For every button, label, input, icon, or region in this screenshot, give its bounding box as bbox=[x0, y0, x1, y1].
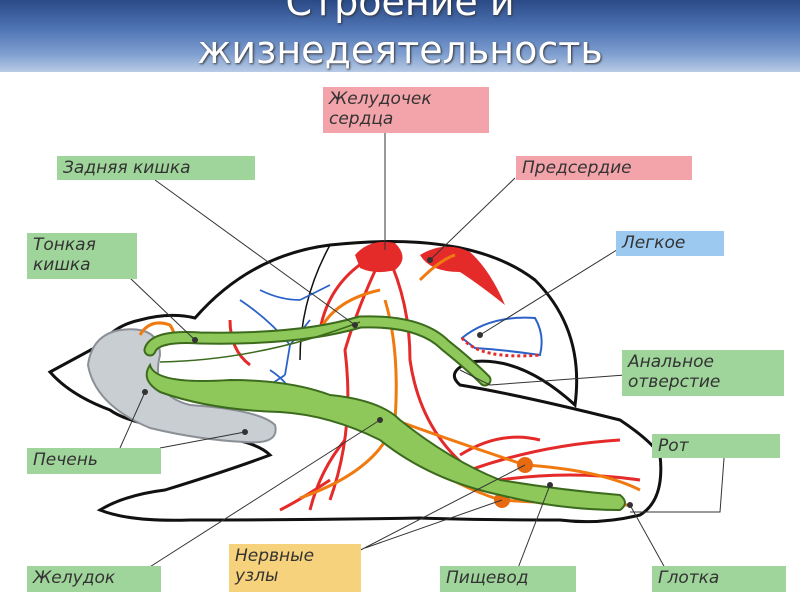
label-lung: Легкое bbox=[616, 231, 724, 256]
label-anus: Анальное отверстие bbox=[622, 350, 784, 396]
digestive-midline bbox=[159, 321, 361, 363]
label-nerve-ganglia: Нервные узлы bbox=[229, 544, 361, 592]
label-mouth: Рот bbox=[652, 434, 780, 458]
snail-body-outline bbox=[47, 240, 663, 524]
leader-lines bbox=[119, 130, 726, 571]
heart-ventricle bbox=[355, 241, 403, 273]
shell-inner-line bbox=[299, 244, 331, 361]
stomach-organ bbox=[145, 362, 626, 512]
label-heart-ventricle: Желудочек сердца bbox=[323, 87, 489, 133]
lung-edge bbox=[460, 336, 541, 358]
label-esophagus: Пищевод bbox=[440, 566, 576, 592]
label-stomach: Желудок bbox=[27, 566, 161, 592]
sky-banner bbox=[0, 0, 800, 72]
label-pharynx: Глотка bbox=[652, 566, 786, 592]
label-atrium: Предсердие bbox=[516, 156, 692, 180]
leader-dots bbox=[142, 257, 633, 508]
slide-title: Строение и жизнедеятельность bbox=[197, 0, 603, 72]
label-hindgut: Задняя кишка bbox=[57, 156, 255, 180]
label-liver: Печень bbox=[27, 448, 161, 474]
lung-organ bbox=[460, 316, 543, 357]
label-small-intestine: Тонкая кишка bbox=[27, 233, 137, 279]
